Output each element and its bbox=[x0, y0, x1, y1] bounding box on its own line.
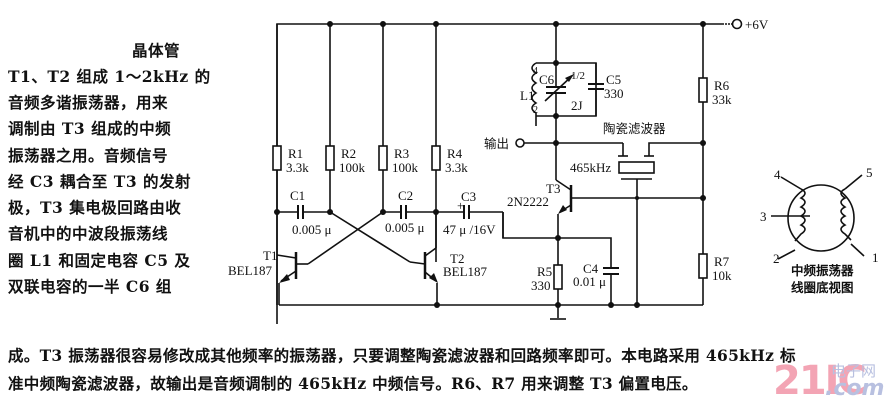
watermark-cn: 电子网 bbox=[831, 362, 877, 380]
output-node bbox=[515, 138, 623, 148]
coil-l1-icon bbox=[531, 62, 538, 126]
l1-pin-top: 4 bbox=[533, 66, 538, 77]
r7-value: 10k bbox=[712, 268, 732, 283]
c4-value: 0.01 μ bbox=[573, 274, 606, 289]
capacitor-c1 bbox=[274, 205, 333, 219]
r2-value: 100k bbox=[339, 160, 366, 175]
filter-frequency: 465kHz bbox=[570, 160, 611, 175]
r1-ref: R1 bbox=[288, 146, 303, 161]
c5-ref: C5 bbox=[606, 72, 621, 87]
r5-value: 330 bbox=[531, 278, 551, 293]
description-full-line: 成。T3 振荡器很容易修改成其他频率的振荡器，只要调整陶瓷滤波器和回路频率即可。… bbox=[8, 346, 796, 365]
r4-value: 3.3k bbox=[445, 160, 468, 175]
r2-ref: R2 bbox=[341, 146, 356, 161]
t2-model: BEL187 bbox=[443, 264, 488, 279]
t1-model: BEL187 bbox=[228, 263, 273, 278]
c1-ref: C1 bbox=[290, 188, 305, 203]
tank-circuit bbox=[531, 24, 604, 143]
r3-value: 100k bbox=[392, 160, 419, 175]
watermark-brand: 21IC bbox=[773, 358, 867, 404]
supply-label: +6V bbox=[745, 17, 769, 32]
coil-pin-4: 4 bbox=[774, 167, 781, 182]
description-line: 音频多谐振荡器，用来 bbox=[8, 93, 169, 112]
c2-value: 0.005 μ bbox=[385, 220, 425, 235]
emitter-network bbox=[502, 212, 612, 267]
coil-pin-2: 2 bbox=[773, 251, 780, 266]
l1-ref: L1 bbox=[520, 88, 534, 103]
c5-value: 330 bbox=[604, 86, 624, 101]
c6-ref: C6 bbox=[539, 72, 555, 87]
coil-view-caption-1: 中频振荡器 bbox=[791, 263, 854, 278]
description-line: 经 C3 耦合至 T3 的发射 bbox=[8, 172, 192, 191]
r1-value: 3.3k bbox=[286, 160, 309, 175]
capacitor-c4 bbox=[603, 267, 619, 305]
coil-view-caption-2: 线圈底视图 bbox=[791, 280, 854, 295]
l1-pin-bottom: 2 bbox=[533, 105, 538, 116]
c1-value: 0.005 μ bbox=[292, 222, 332, 237]
watermark-logo: 21IC 电子网 .com bbox=[773, 360, 891, 403]
c6-tag: 2J bbox=[571, 98, 583, 113]
c2-ref: C2 bbox=[398, 188, 413, 203]
resistor-r1 bbox=[272, 24, 282, 262]
r6-value: 33k bbox=[712, 92, 732, 107]
resistor-r6 bbox=[698, 24, 708, 254]
description-line: 双联电容的一半 C6 组 bbox=[8, 277, 172, 296]
transistor-t1 bbox=[276, 252, 308, 305]
coil-pin-5: 5 bbox=[866, 165, 873, 180]
r4-ref: R4 bbox=[447, 146, 463, 161]
output-label: 输出 bbox=[484, 136, 509, 151]
transistor-t3 bbox=[555, 143, 706, 214]
filter-label: 陶瓷滤波器 bbox=[603, 121, 666, 136]
ceramic-filter bbox=[618, 142, 703, 305]
coil-pin-3: 3 bbox=[760, 209, 767, 224]
description-line: T1、T2 组成 1～2kHz 的 bbox=[8, 67, 211, 86]
coil-pin-1: 1 bbox=[872, 250, 879, 265]
supply-terminal bbox=[731, 18, 743, 30]
c3-ref: C3 bbox=[461, 189, 476, 204]
watermark-domain: .com bbox=[825, 376, 885, 401]
c3-value: 47 μ /16V bbox=[443, 222, 496, 237]
description-line: 振荡器之用。音频信号 bbox=[8, 146, 169, 165]
t3-model: 2N2222 bbox=[507, 194, 549, 209]
coil-winding-right bbox=[840, 188, 852, 241]
ground-rail bbox=[279, 302, 703, 320]
r6-ref: R6 bbox=[714, 78, 730, 93]
description-line: 圈 L1 和固定电容 C5 及 bbox=[8, 251, 191, 270]
resistor-r7 bbox=[698, 253, 708, 305]
coil-bottom-view bbox=[771, 174, 865, 260]
c3-polarity: + bbox=[457, 198, 464, 213]
r7-ref: R7 bbox=[714, 254, 730, 269]
description-line: 调制由 T3 组成的中频 bbox=[8, 119, 172, 138]
resistor-r5 bbox=[553, 264, 563, 305]
output-terminal bbox=[515, 138, 525, 148]
description-line: 极，T3 集电极回路由收 bbox=[8, 198, 182, 217]
t1-ref: T1 bbox=[263, 248, 277, 263]
description-line: 音机中的中波段振荡线 bbox=[8, 224, 169, 243]
resistor-r3 bbox=[378, 24, 388, 212]
r3-ref: R3 bbox=[394, 146, 409, 161]
c4-ref: C4 bbox=[583, 261, 599, 276]
cross-coupling-wires bbox=[307, 211, 426, 265]
capacitor-c2 bbox=[380, 205, 439, 219]
t3-ref: T3 bbox=[546, 181, 560, 196]
description-title: 晶体管 bbox=[132, 41, 181, 60]
resistor-r2 bbox=[325, 24, 335, 212]
description-full-line: 准中频陶瓷滤波器，故输出是音频调制的 465kHz 中频信号。R6、R7 用来调… bbox=[8, 374, 698, 393]
coil-winding-left bbox=[794, 188, 806, 242]
t2-ref: T2 bbox=[450, 251, 464, 266]
transistor-t2 bbox=[423, 212, 438, 305]
c6-value: 1/2 bbox=[571, 70, 585, 82]
r5-ref: R5 bbox=[537, 264, 552, 279]
